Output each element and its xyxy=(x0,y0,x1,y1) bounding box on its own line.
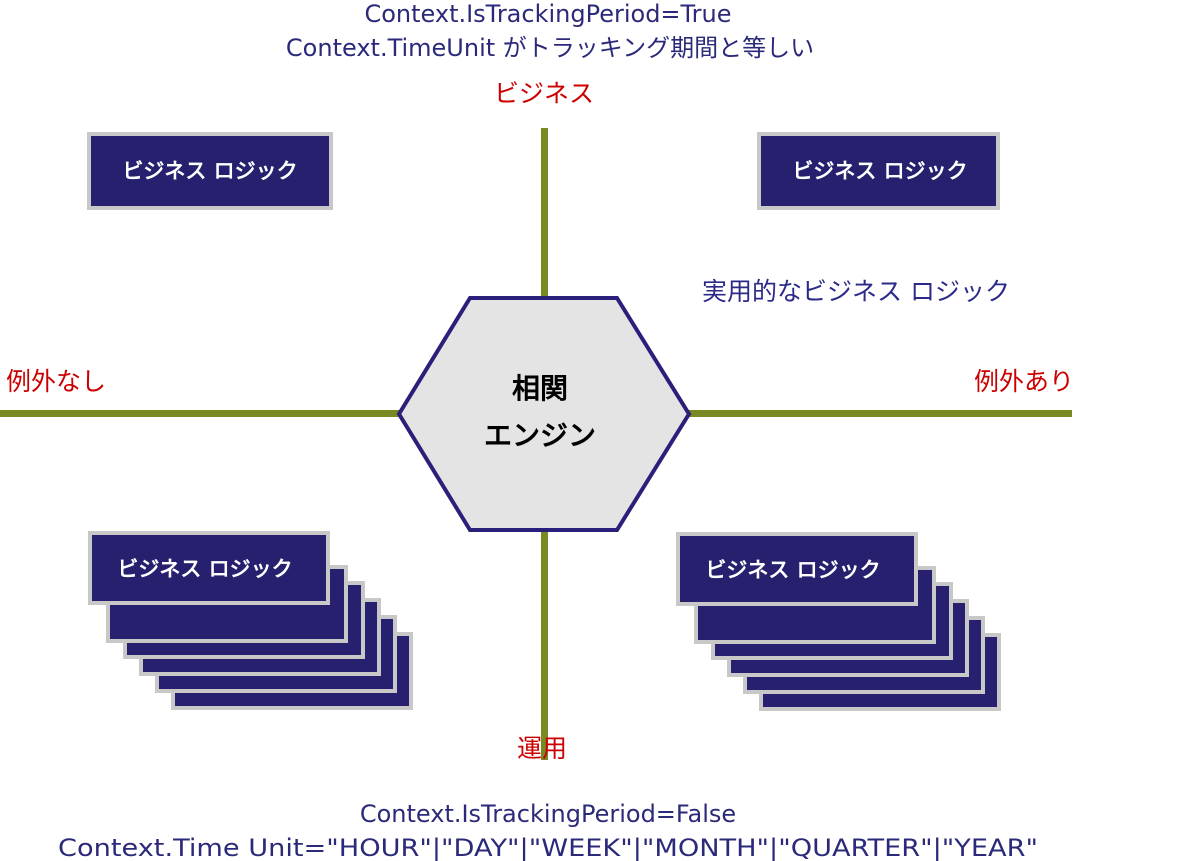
axis-label-no-exceptions: 例外なし xyxy=(6,367,106,396)
business-logic-stack-bottom-right: ビジネス ロジック xyxy=(676,532,1001,711)
axis-label-operations: 運用 xyxy=(517,734,567,763)
practical-business-logic-label: 実用的なビジネス ロジック xyxy=(702,277,1010,306)
business-logic-box-top-right: ビジネス ロジック xyxy=(757,132,1000,210)
business-logic-card xyxy=(88,531,330,605)
top-condition-line2: Context.TimeUnit がトラッキング期間と等しい xyxy=(286,34,814,62)
top-condition-line1: Context.IsTrackingPeriod=True xyxy=(364,0,731,28)
engine-label-line1: 相関 xyxy=(512,372,568,405)
axis-label-exceptions: 例外あり xyxy=(974,367,1074,396)
business-logic-stack-bottom-left: ビジネス ロジック xyxy=(88,531,413,710)
bottom-condition-line2: Context.Time Unit="HOUR"|"DAY"|"WEEK"|"M… xyxy=(58,834,1038,861)
business-logic-box-top-left: ビジネス ロジック xyxy=(87,132,333,210)
engine-label-line2: エンジン xyxy=(484,419,596,452)
correlation-engine-hexagon xyxy=(396,296,692,532)
axis-label-business: ビジネス xyxy=(494,79,594,108)
business-logic-card xyxy=(676,532,918,606)
box-label: ビジネス ロジック xyxy=(792,159,967,183)
box-label: ビジネス ロジック xyxy=(705,558,880,582)
bottom-condition-line1: Context.IsTrackingPeriod=False xyxy=(360,800,736,828)
box-label: ビジネス ロジック xyxy=(122,159,297,183)
box-label: ビジネス ロジック xyxy=(117,557,292,581)
